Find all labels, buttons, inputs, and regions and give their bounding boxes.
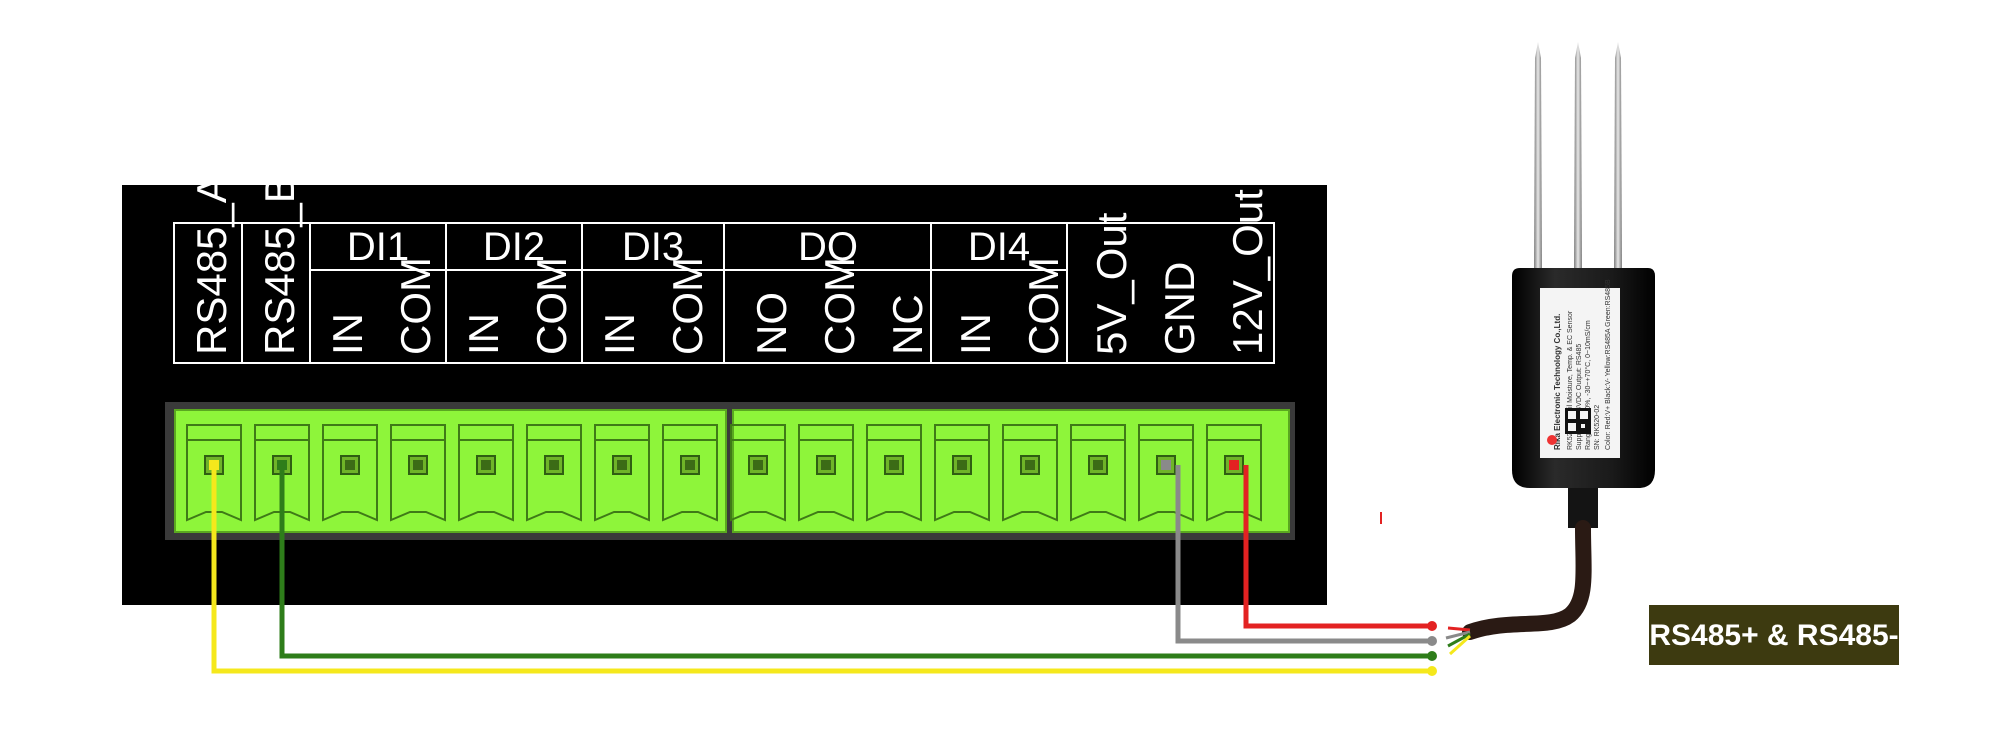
pin-label-rs485-a: RS485_A [188,175,235,355]
pin-label-di4-com: COM [1020,257,1067,355]
terminal-socket-di4-com [1002,424,1058,522]
terminal-socket-do-nc [866,424,922,522]
wire-end-dot-green [1427,651,1437,661]
rs485-badge-background [1647,603,1901,667]
group-headers: DI1 DI2 DI3 DO DI4 [347,225,1030,269]
wire-red-12v-out [1243,465,1432,629]
sensor-probes [1534,42,1622,270]
pin-labels: RS485_A RS485_B IN COM IN COM IN COM NO … [188,175,1271,355]
pin-label-di1-com: COM [392,257,439,355]
sensor-logo-icon [1547,435,1557,445]
wire-end-dot-gray [1427,636,1437,646]
terminal-socket-di1-in [322,424,378,522]
terminal-socket-di2-com [526,424,582,522]
group-label-do: DO [798,225,858,269]
sensor-label-line-6: Color: Red:V+ Black:V- Yellow:RS485A Gre… [1605,279,1612,450]
sensor-label-text: Rika Electronic Technology Co.,Ltd. RK52… [1553,279,1612,450]
terminal-socket-gnd [1138,424,1194,522]
terminal-socket-di3-in [594,424,650,522]
cable-wire-ends [1445,626,1472,656]
wire-end-dot-yellow [1427,666,1437,676]
controller-panel: DI1 DI2 DI3 DO DI4 RS485_A RS485_B IN CO… [122,175,1327,605]
terminal-socket-di3-com [662,424,718,522]
terminal-socket-di4-in [934,424,990,522]
pin-label-do-no: NO [748,292,795,355]
pin-label-di3-in: IN [596,313,643,355]
pin-label-5v-out: 5V_Out [1088,212,1135,355]
wire-end-dot-red [1427,621,1437,631]
pin-label-do-com: COM [816,257,863,355]
pin-label-di4-in: IN [952,313,999,355]
terminal-socket-12v-out [1206,424,1262,522]
rs485-badge: RS485+ & RS485- [1647,603,1901,667]
pin-label-di2-in: IN [460,313,507,355]
terminal-socket-do-no [730,424,786,522]
terminal-socket-di2-in [458,424,514,522]
terminal-block-strip [165,402,1295,540]
pin-label-rs485-b: RS485_B [256,175,303,355]
sensor-cable [1462,520,1592,640]
group-label-di2: DI2 [483,225,545,269]
wire-green-rs485-b [279,465,1432,659]
pin-label-di1-in: IN [324,313,371,355]
pin-label-gnd: GND [1156,262,1203,355]
qr-code-icon [1565,408,1591,434]
sensor-label-line-3: Supply: 12-24VDC Output: RS485 [1576,344,1583,450]
wire-yellow-rs485-a [211,465,1432,674]
wires [211,465,1437,676]
sensor-label-line-5: SN: RK520-02 [1594,405,1601,450]
wire-gray-gnd [1175,465,1432,644]
pin-label-di2-com: COM [528,257,575,355]
group-label-di1: DI1 [347,225,409,269]
sensor-label-line-1: Rika Electronic Technology Co.,Ltd. [1553,314,1562,450]
rs485-badge-label: RS485+ & RS485- [1649,619,1898,652]
group-label-di3: DI3 [622,225,684,269]
pin-label-di3-com: COM [664,257,711,355]
sensor-label-line-2: RK520-02 Soil Moisture, Temp. & EC Senso… [1567,310,1574,450]
sensor-label-line-4: Range: 0~100%, -30~+70°C, 0~10mS/cm [1584,320,1592,450]
terminal-socket-5v-out [1070,424,1126,522]
label-grid [173,222,1275,364]
terminal-block-left [174,409,727,533]
pin-label-do-nc: NC [884,294,931,355]
group-label-di4: DI4 [968,225,1030,269]
pin-label-12v-out: 12V_Out [1224,189,1271,355]
terminal-socket-do-com [798,424,854,522]
terminal-socket-di1-com [390,424,446,522]
soil-sensor: Rika Electronic Technology Co.,Ltd. RK52… [1445,42,1655,656]
